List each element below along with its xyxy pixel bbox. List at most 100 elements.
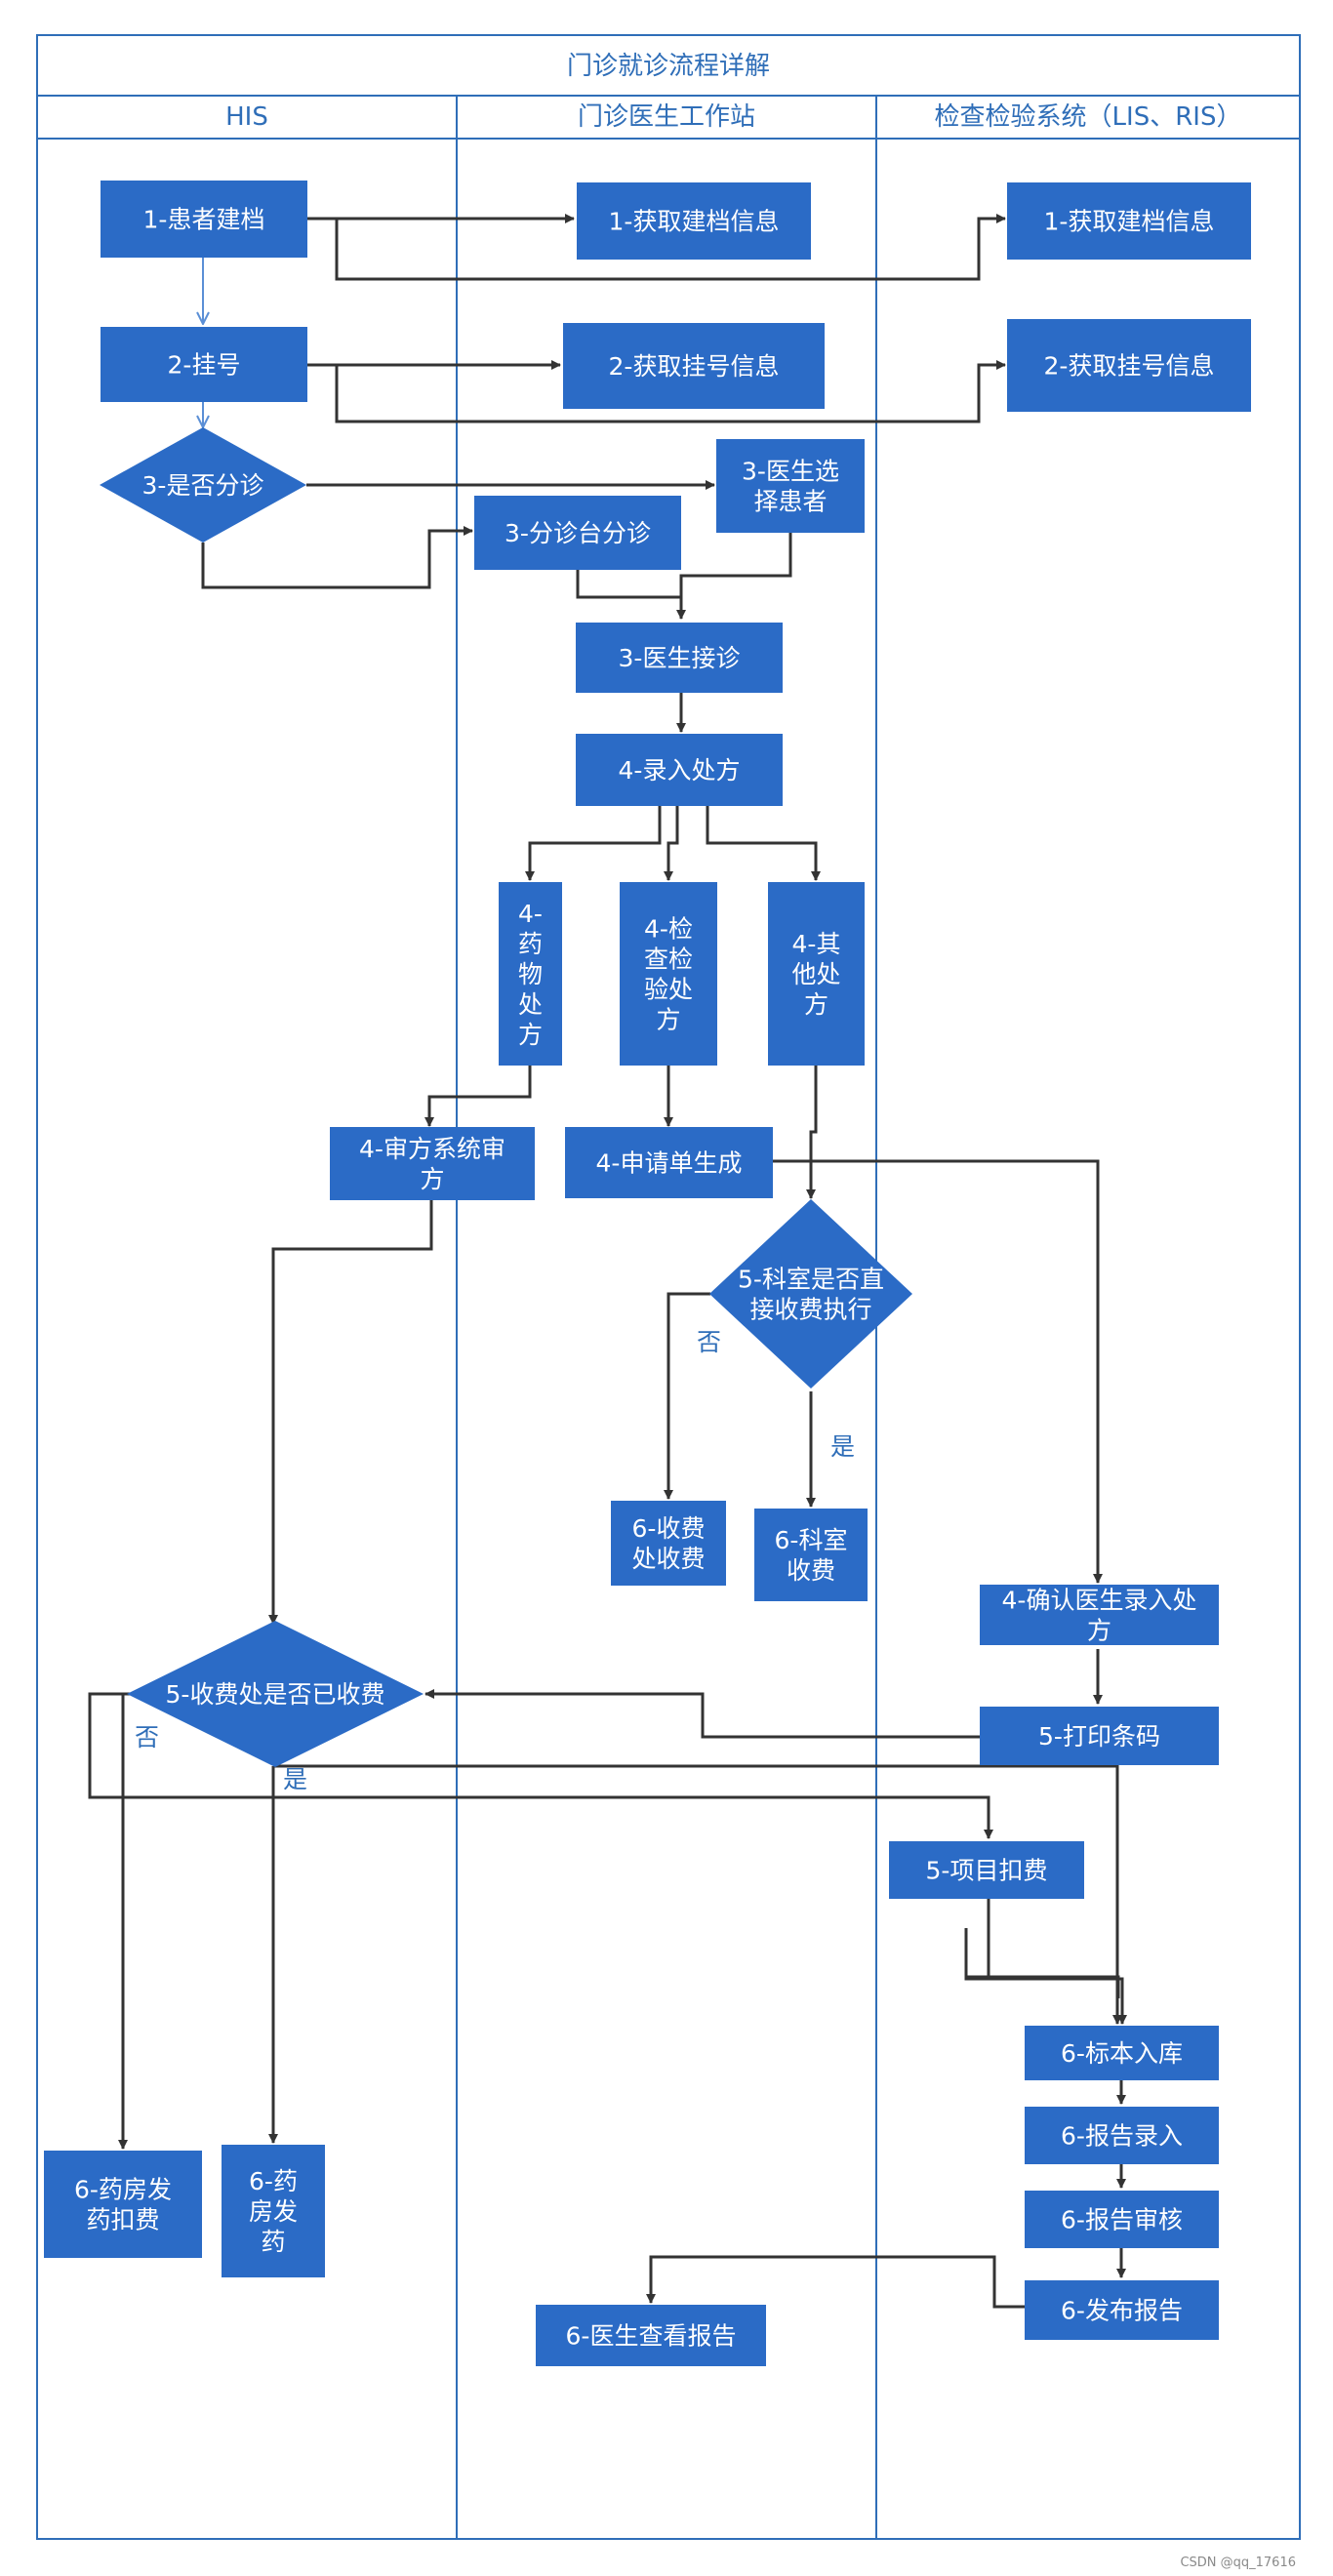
node-label: 1-获取建档信息 xyxy=(609,208,780,236)
node-label: 2-获取挂号信息 xyxy=(609,352,780,381)
node-box xyxy=(768,882,865,1066)
edge-label-yes: 是 xyxy=(283,1765,307,1793)
node-box xyxy=(889,1841,1084,1899)
edge xyxy=(307,360,1006,423)
node-label: 1-患者建档 xyxy=(143,206,265,234)
node-box xyxy=(44,2151,202,2258)
node-box xyxy=(101,181,307,258)
node-ws-view-report: 6-医生查看报告 xyxy=(536,2305,766,2366)
node-label: 药 xyxy=(261,2228,285,2256)
node-ws-get-registration: 2-获取挂号信息 xyxy=(563,323,825,409)
node-his-triage-decision: 3-是否分诊 xyxy=(100,427,306,543)
lane-title-lis-ris: 检查检验系统（LIS、RIS） xyxy=(935,102,1242,132)
edge xyxy=(576,570,681,599)
edge-label-yes: 是 xyxy=(830,1432,855,1461)
node-label: 6-标本入库 xyxy=(1061,2039,1183,2068)
node-box xyxy=(754,1509,868,1601)
node-ws-doctor-accept: 3-医生接诊 xyxy=(576,623,783,693)
edge xyxy=(966,1899,1120,1998)
node-label: 择患者 xyxy=(753,488,827,516)
node-label: 方 xyxy=(804,990,828,1019)
node-label: 4-确认医生录入处 xyxy=(1002,1587,1197,1615)
swimlane-frame xyxy=(36,34,1301,2540)
node-his-paid-decision: 5-收费处是否已收费 xyxy=(127,1621,424,1767)
node-label: 5-打印条码 xyxy=(1038,1722,1160,1751)
node-label: 2-获取挂号信息 xyxy=(1044,352,1215,381)
edge xyxy=(424,1689,980,1739)
node-label: 5-收费处是否已收费 xyxy=(166,1680,385,1709)
node-lis-report-entry: 6-报告录入 xyxy=(1025,2107,1219,2164)
node-lis-specimen-in: 6-标本入库 xyxy=(1025,2026,1219,2080)
node-label: 5-科室是否直 xyxy=(738,1266,884,1294)
lane-title-doctor-workstation: 门诊医生工作站 xyxy=(578,102,755,132)
decision-diamond xyxy=(100,427,306,543)
node-label: 查检 xyxy=(644,946,693,974)
node-ws-get-record: 1-获取建档信息 xyxy=(577,182,811,260)
edge xyxy=(525,806,662,881)
node-box xyxy=(1025,2107,1219,2164)
node-ws-triage-desk: 3-分诊台分诊 xyxy=(474,496,681,570)
node-label: 6-报告审核 xyxy=(1061,2206,1183,2234)
node-lis-item-charge: 5-项目扣费 xyxy=(889,1841,1084,1899)
edge xyxy=(806,1066,818,1199)
edge-label-no: 否 xyxy=(135,1723,159,1751)
node-label: 1-获取建档信息 xyxy=(1044,208,1215,236)
node-box xyxy=(1007,182,1251,260)
edge xyxy=(664,806,679,881)
node-label: 6-科室 xyxy=(775,1526,848,1554)
node-label: 方 xyxy=(420,1165,444,1193)
node-box xyxy=(576,734,783,806)
node-label: 接收费执行 xyxy=(749,1296,871,1324)
node-label: 6-药房发 xyxy=(74,2176,172,2204)
node-box xyxy=(716,439,865,533)
node-his-register: 2-挂号 xyxy=(101,327,307,402)
node-box xyxy=(536,2305,766,2366)
node-box xyxy=(611,1501,726,1586)
node-box xyxy=(576,623,783,693)
edge-label-no: 否 xyxy=(697,1328,721,1356)
node-label: 3-是否分诊 xyxy=(142,471,264,500)
node-label: 5-项目扣费 xyxy=(926,1857,1048,1885)
edge xyxy=(307,214,1006,281)
watermark: CSDN @qq_17616 xyxy=(1180,2556,1296,2570)
edge xyxy=(424,1066,532,1127)
node-box xyxy=(620,882,717,1066)
node-label: 6-药 xyxy=(249,2167,298,2195)
node-lis-print-barcode: 5-打印条码 xyxy=(980,1707,1219,1765)
node-label: 4- xyxy=(518,900,543,928)
node-his-create-record: 1-患者建档 xyxy=(101,181,307,258)
node-label: 验处 xyxy=(644,976,693,1004)
node-label: 4-检 xyxy=(644,915,693,944)
node-label: 4-审方系统审 xyxy=(359,1135,505,1163)
node-box xyxy=(1025,2191,1219,2248)
node-label: 4-申请单生成 xyxy=(596,1149,743,1178)
node-label: 6-收费 xyxy=(632,1514,706,1543)
edge xyxy=(273,1764,1122,2025)
edge xyxy=(664,1292,710,1500)
edge xyxy=(964,1928,1127,2025)
node-box xyxy=(563,323,825,409)
node-ws-request-form: 4-申请单生成 xyxy=(565,1127,773,1198)
node-lis-get-record: 1-获取建档信息 xyxy=(1007,182,1251,260)
node-label: 6-发布报告 xyxy=(1061,2297,1183,2325)
node-box xyxy=(330,1127,535,1200)
diagram-title: 门诊就诊流程详解 xyxy=(567,52,770,81)
node-box xyxy=(565,1127,773,1198)
node-label: 6-报告录入 xyxy=(1061,2122,1183,2151)
node-label: 药 xyxy=(518,930,543,958)
node-box xyxy=(1007,319,1251,412)
edge xyxy=(646,2255,1025,2309)
edge xyxy=(706,806,821,881)
node-label: 3-医生选 xyxy=(742,458,839,486)
node-label: 2-挂号 xyxy=(168,351,241,380)
node-box xyxy=(101,327,307,402)
node-lis-get-registration: 2-获取挂号信息 xyxy=(1007,319,1251,412)
node-ws-enter-rx: 4-录入处方 xyxy=(576,734,783,806)
